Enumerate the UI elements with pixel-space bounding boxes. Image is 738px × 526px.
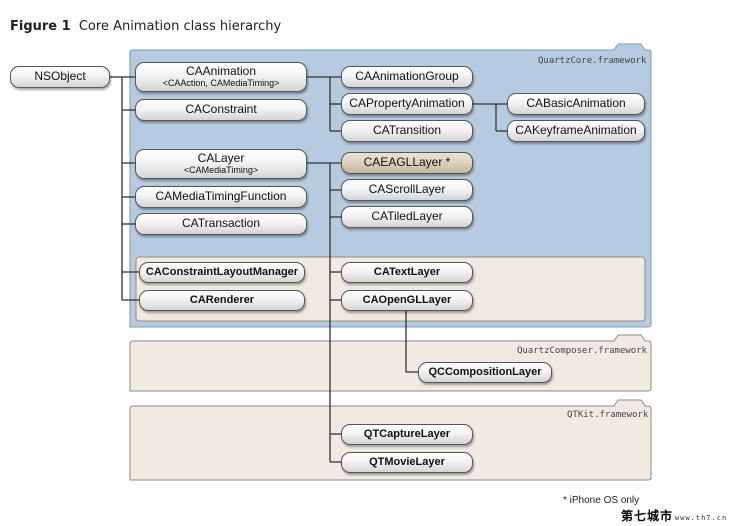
node-label: CATextLayer — [373, 266, 441, 279]
node-label: CAPropertyAnimation — [349, 96, 465, 111]
footnote: * iPhone OS only — [563, 495, 640, 506]
node-caanimation: CAAnimation <CAAction, CAMediaTiming> — [135, 62, 307, 92]
node-label: CABasicAnimation — [526, 96, 626, 111]
node-label: QCCompositionLayer — [428, 366, 542, 379]
figure-title: Figure 1 Core Animation class hierarchy — [10, 19, 281, 34]
node-protocols: <CAAction, CAMediaTiming> — [162, 78, 280, 89]
node-caopengllayer: CAOpenGLLayer — [341, 290, 473, 311]
quartzcore-framework-label: QuartzCore.framework — [538, 56, 647, 66]
node-label: CAOpenGLLayer — [362, 294, 452, 307]
node-label: CAEAGLLayer * — [363, 155, 451, 170]
node-label: CALayer — [197, 150, 245, 165]
node-qccompositionlayer: QCCompositionLayer — [418, 362, 552, 383]
quartzcomposer-framework-label: QuartzComposer.framework — [517, 346, 648, 356]
figure-title-text: Core Animation class hierarchy — [78, 19, 282, 34]
node-label: CAConstraint — [185, 102, 257, 117]
node-label: CATransaction — [181, 216, 261, 231]
node-cakeyframeanimation: CAKeyframeAnimation — [507, 120, 645, 142]
node-catiledlayer: CATiledLayer — [341, 206, 473, 228]
node-caconstraint: CAConstraint — [135, 99, 307, 121]
node-cascrolllayer: CAScrollLayer — [341, 179, 473, 201]
node-label: QTMovieLayer — [369, 456, 445, 469]
watermark-url: www.th7.cn — [675, 514, 728, 522]
node-calayer: CALayer <CAMediaTiming> — [135, 149, 307, 179]
node-qtcapturelayer: QTCaptureLayer — [341, 424, 473, 445]
node-label: CATiledLayer — [371, 209, 443, 224]
node-label: CARenderer — [189, 294, 255, 307]
node-camediatimingfunction: CAMediaTimingFunction — [135, 186, 307, 208]
node-nsobject: NSObject — [10, 66, 110, 88]
node-label: CAAnimation — [185, 63, 257, 78]
node-label: CAScrollLayer — [368, 182, 446, 197]
node-caanimationgroup: CAAnimationGroup — [341, 66, 473, 88]
node-capropertyanimation: CAPropertyAnimation — [341, 93, 473, 115]
node-label: NSObject — [34, 69, 86, 84]
node-cabasicanimation: CABasicAnimation — [507, 93, 645, 115]
node-label: CAConstraintLayoutManager — [145, 266, 299, 279]
figure-number: Figure 1 — [10, 19, 71, 34]
node-catransaction: CATransaction — [135, 213, 307, 235]
node-label: CAKeyframeAnimation — [515, 123, 637, 138]
node-protocols: <CAMediaTiming> — [183, 165, 259, 176]
connector-lines — [110, 76, 507, 463]
node-catransition: CATransition — [341, 120, 473, 142]
node-label: CATransition — [372, 123, 442, 138]
quartzcomposer-framework-panel — [129, 334, 652, 392]
node-catextlayer: CATextLayer — [341, 262, 473, 283]
node-caeagllayer: CAEAGLLayer * — [341, 152, 473, 174]
node-label: CAMediaTimingFunction — [155, 189, 287, 204]
node-qtmovielayer: QTMovieLayer — [341, 452, 473, 473]
qtkit-framework-label: QTKit.framework — [567, 410, 649, 420]
watermark-text: 第七城市 — [621, 509, 674, 523]
node-label: CAAnimationGroup — [355, 69, 459, 84]
node-carenderer: CARenderer — [139, 290, 305, 311]
node-caconstraintlayoutmanager: CAConstraintLayoutManager — [139, 262, 305, 283]
node-label: QTCaptureLayer — [363, 428, 451, 441]
